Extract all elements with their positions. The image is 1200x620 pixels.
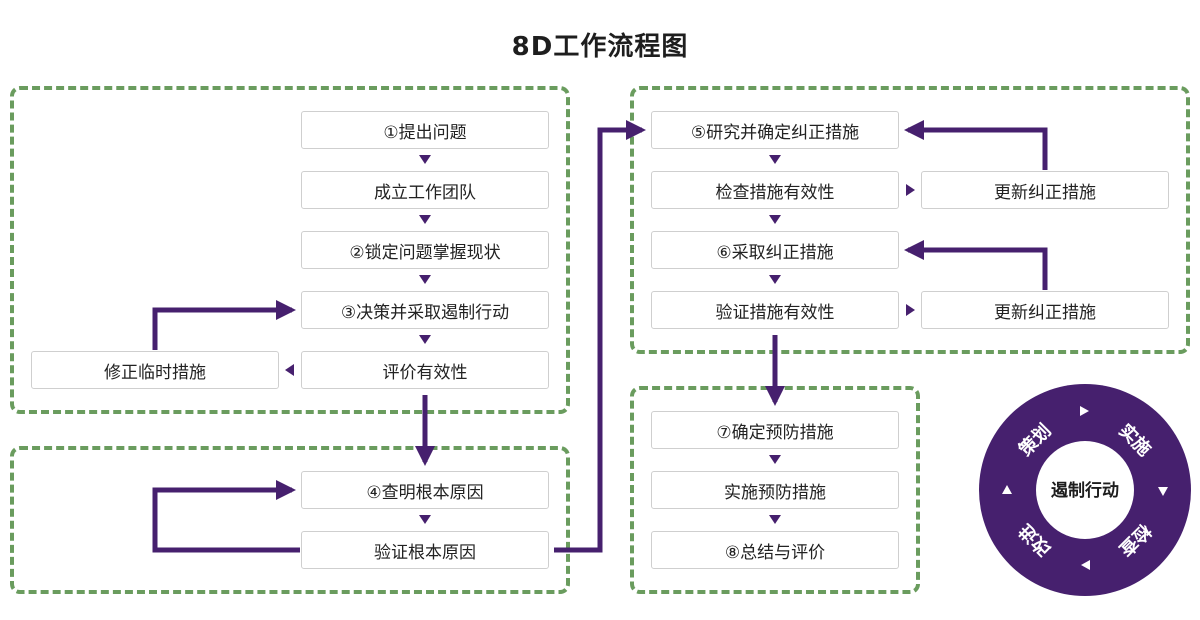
step-d7-box[interactable]: ⑦确定预防措施 (651, 411, 899, 449)
arrow-check-to-d6 (769, 215, 781, 224)
arrow-d3-to-eval (419, 335, 431, 344)
cycle-arrow-right (1158, 487, 1168, 496)
loop-fix-to-d3 (152, 300, 296, 350)
small-arrow-group (285, 155, 915, 524)
arrow-d2-to-d3 (419, 275, 431, 284)
step-d4-box[interactable]: ④查明根本原因 (301, 471, 549, 509)
step-d4-verify-box[interactable]: 验证根本原因 (301, 531, 549, 569)
page-title: 8D工作流程图 (511, 32, 689, 62)
cycle-arrow-left (1002, 485, 1012, 494)
group-d1-d3 (10, 86, 570, 414)
step-d5-box[interactable]: ⑤研究并确定纠正措施 (651, 111, 899, 149)
cycle-arrow-group (1002, 406, 1168, 570)
arrow-d4-to-verify (419, 515, 431, 524)
arrow-implement-to-d8 (769, 515, 781, 524)
cycle-arrow-top (1080, 406, 1089, 416)
arrow-d6-to-verify (769, 275, 781, 284)
step-d2-box[interactable]: ②锁定问题掌握现状 (301, 231, 549, 269)
step-d6-update-box[interactable]: 更新纠正措施 (921, 291, 1169, 329)
long-connector-group (152, 120, 1048, 553)
cycle-arrow-bottom (1081, 560, 1090, 570)
cycle-inner-circle (1036, 441, 1134, 539)
step-d6-box[interactable]: ⑥采取纠正措施 (651, 231, 899, 269)
step-d1-box[interactable]: ①提出问题 (301, 111, 549, 149)
arrow-eval-to-fix (285, 364, 294, 376)
group-d5-d6 (630, 86, 1190, 354)
arrow-verify-to-update (906, 304, 915, 316)
arrow-d7-to-implement (769, 455, 781, 464)
step-d8-box[interactable]: ⑧总结与评价 (651, 531, 899, 569)
group-d4 (10, 446, 570, 594)
cycle-center-label: 遏制行动 (1051, 480, 1119, 501)
step-d3-fix-box[interactable]: 修正临时措施 (31, 351, 279, 389)
arrow-d5-to-check (769, 155, 781, 164)
step-d5-update-box[interactable]: 更新纠正措施 (921, 171, 1169, 209)
loop-update-to-d6 (904, 240, 1048, 290)
step-d3-eval-box[interactable]: 评价有效性 (301, 351, 549, 389)
arrow-check-to-update (906, 184, 915, 196)
step-d7-implement-box[interactable]: 实施预防措施 (651, 471, 899, 509)
step-d3-box[interactable]: ③决策并采取遏制行动 (301, 291, 549, 329)
arrow-team-to-d2 (419, 215, 431, 224)
step-team-box[interactable]: 成立工作团队 (301, 171, 549, 209)
step-d5-check-box[interactable]: 检查措施有效性 (651, 171, 899, 209)
link-d4-to-d5 (554, 120, 646, 553)
arrow-d1-to-team (419, 155, 431, 164)
loop-update-to-d5 (904, 120, 1048, 170)
loop-verify-to-d4 (152, 480, 300, 553)
step-d6-verify-box[interactable]: 验证措施有效性 (651, 291, 899, 329)
